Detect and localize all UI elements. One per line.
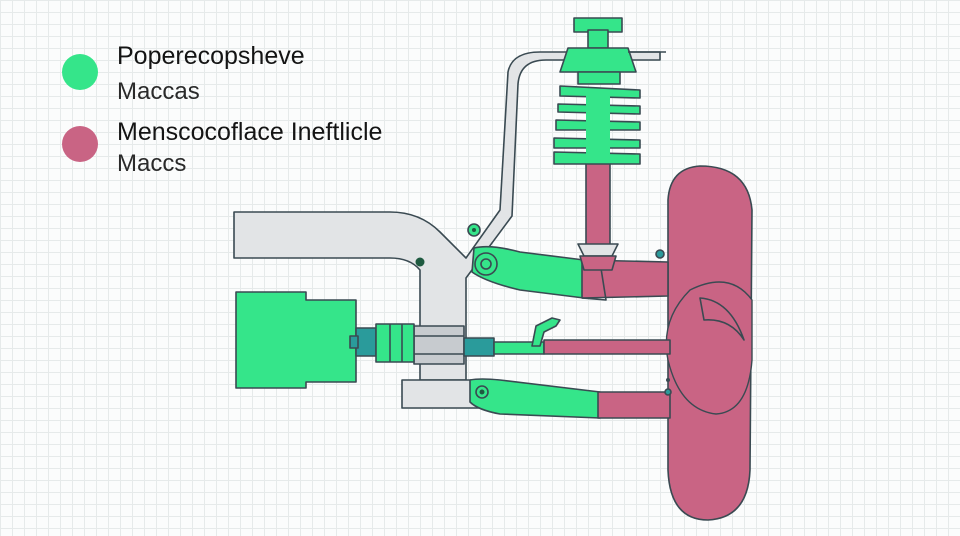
upper-control-arm [471, 245, 669, 301]
gray-coupler [413, 325, 465, 365]
legend-swatch-green [62, 54, 98, 90]
coil-spring-strut [553, 17, 666, 271]
lower-control-arm [469, 378, 671, 419]
legend: Poperecopsheve Maccas Menscocoflace Inef… [0, 0, 420, 200]
legend-title: Poperecopsheve [117, 42, 305, 70]
center-shaft [463, 317, 671, 357]
legend-subtitle: Maccas [117, 78, 200, 105]
green-actuator [235, 291, 415, 389]
joint-markers [467, 223, 672, 396]
legend-title: Menscocoflace Ineftlicle [117, 118, 383, 146]
pink-wheel-hub [665, 165, 753, 521]
legend-subtitle: Maccs [117, 150, 187, 177]
legend-swatch-pink [62, 126, 98, 162]
